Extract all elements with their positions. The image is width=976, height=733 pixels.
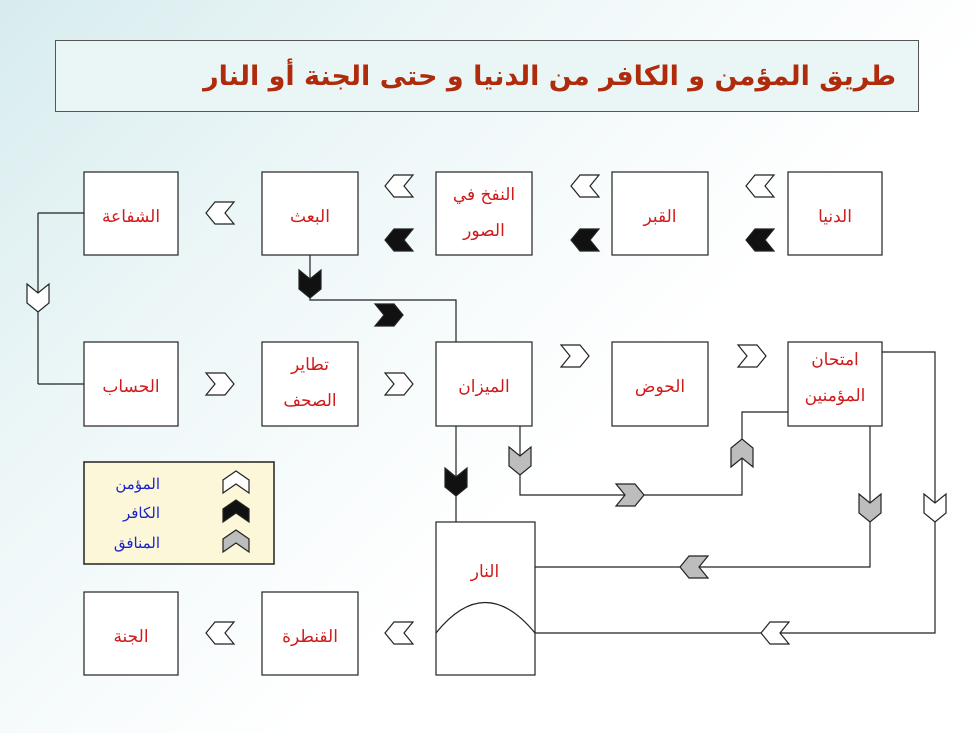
- node-label: الجنة: [113, 627, 148, 647]
- believer-arrow-up: [222, 470, 250, 495]
- node-qantara: القنطرة: [261, 591, 359, 676]
- disbeliever-arrow-right: [373, 303, 404, 327]
- hypocrite-arrow-up: [222, 529, 250, 554]
- legend-label-hypocrite: المنافق: [114, 534, 160, 552]
- node-shafaa: الشفاعة: [83, 171, 179, 256]
- node-nar: النار: [435, 521, 536, 676]
- node-hawd: الحوض: [611, 341, 709, 427]
- hypocrite-arrow-up: [730, 438, 754, 469]
- flow-arrows: [26, 174, 947, 645]
- node-label: الميزان: [458, 377, 509, 397]
- believer-arrow-down: [26, 282, 50, 313]
- node-label: النار: [470, 562, 499, 582]
- edge-imtihan-qantara: [535, 351, 936, 634]
- believer-arrow-right: [204, 372, 235, 396]
- node-janna: الجنة: [83, 591, 179, 676]
- node-mizan: الميزان: [435, 341, 533, 427]
- believer-arrow-right: [383, 372, 414, 396]
- node-label: الحوض: [635, 377, 685, 397]
- believer-arrow-left: [205, 201, 236, 225]
- node-label: القنطرة: [282, 627, 338, 647]
- fire-arc: [435, 601, 536, 634]
- believer-arrow-left: [205, 621, 236, 645]
- node-dunya: الدنيا: [787, 171, 883, 256]
- node-baath: البعث: [261, 171, 359, 256]
- hypocrite-arrow-down: [508, 445, 532, 476]
- page-title: طريق المؤمن و الكافر من الدنيا و حتى الج…: [203, 60, 896, 92]
- node-label: الشفاعة: [102, 207, 160, 227]
- believer-arrow-left: [384, 174, 415, 198]
- disbeliever-arrow-up: [222, 499, 250, 524]
- node-qabr: القبر: [611, 171, 709, 256]
- legend: المؤمن الكافر المنافق: [83, 461, 275, 565]
- node-label: الحساب: [102, 377, 159, 397]
- edge-imtihan-nar: [535, 426, 871, 568]
- hypocrite-arrow-down: [858, 492, 882, 523]
- believer-arrow-left: [570, 174, 601, 198]
- legend-label-believer: المؤمن: [115, 475, 160, 493]
- hypocrite-arrow-left: [679, 555, 710, 579]
- believer-arrow-right: [736, 344, 767, 368]
- edge-baath-mizan: [309, 255, 457, 342]
- believer-arrow-down: [923, 492, 947, 523]
- legend-label-disbeliever: الكافر: [122, 504, 160, 522]
- node-label: القبر: [642, 207, 676, 227]
- believer-arrow-left: [384, 621, 415, 645]
- node-label: الدنيا: [818, 207, 852, 227]
- node-label: البعث: [290, 207, 330, 227]
- disbeliever-arrow-down: [298, 268, 322, 299]
- hypocrite-arrow-right: [614, 483, 645, 507]
- disbeliever-arrow-down: [444, 466, 468, 497]
- believer-arrow-right: [559, 344, 590, 368]
- disbeliever-arrow-left: [570, 228, 601, 252]
- disbeliever-arrow-left: [745, 228, 776, 252]
- believer-arrow-left: [760, 621, 791, 645]
- disbeliever-arrow-left: [384, 228, 415, 252]
- believer-arrow-left: [745, 174, 776, 198]
- node-hisab: الحساب: [83, 341, 179, 427]
- title-banner: طريق المؤمن و الكافر من الدنيا و حتى الج…: [55, 40, 919, 112]
